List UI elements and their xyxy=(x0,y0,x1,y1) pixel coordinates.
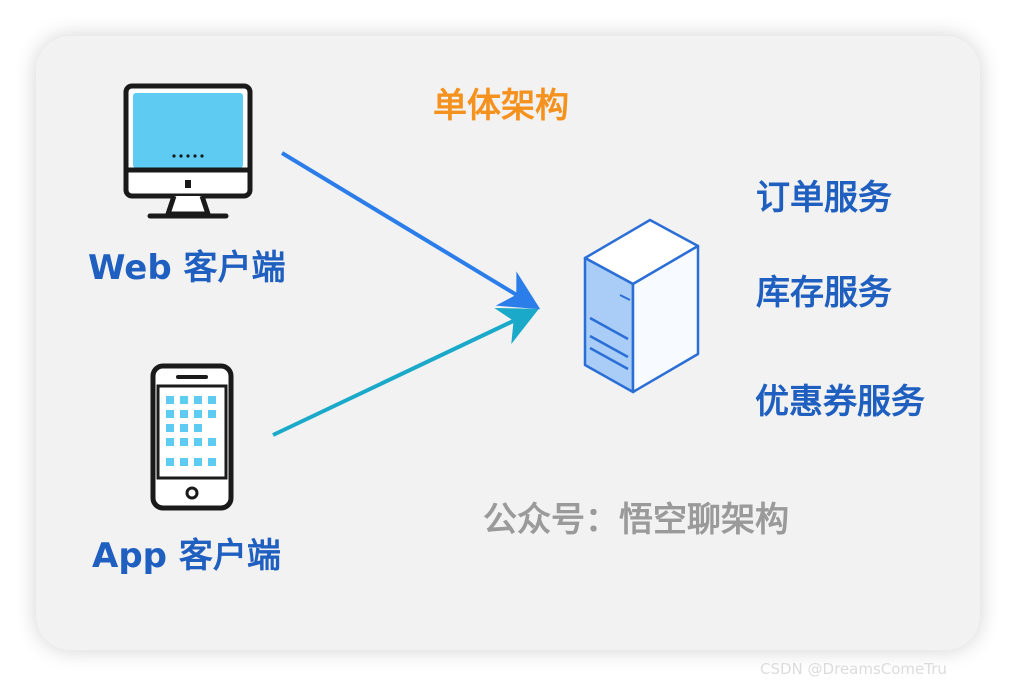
service-inventory-label: 库存服务 xyxy=(756,273,892,313)
app-to-server-arrow xyxy=(272,307,539,437)
server-icon xyxy=(583,218,700,394)
web-to-server-arrow xyxy=(280,151,541,310)
corner-watermark: CSDN @DreamsComeTru xyxy=(760,660,947,678)
web-client-label: Web 客户端 xyxy=(88,248,286,288)
desktop-monitor-icon xyxy=(123,83,253,219)
service-order-label: 订单服务 xyxy=(756,178,892,218)
watermark-text: 公众号：悟空聊架构 xyxy=(483,500,789,540)
service-coupon-label: 优惠券服务 xyxy=(755,382,925,422)
mobile-phone-icon xyxy=(150,363,234,511)
app-client-label: App 客户端 xyxy=(92,536,281,576)
diagram-title: 单体架构 xyxy=(433,86,569,126)
